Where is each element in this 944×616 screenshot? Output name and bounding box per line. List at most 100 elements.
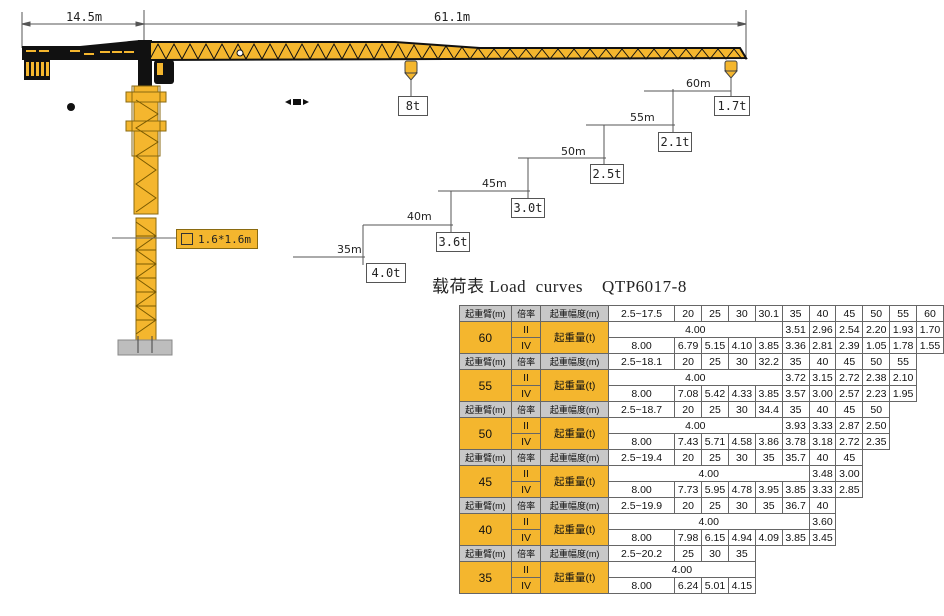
radius-cell: 25: [674, 545, 703, 562]
empty-cell: [836, 562, 863, 578]
empty-cell: [917, 514, 944, 530]
radius-cell: 20: [674, 353, 703, 370]
capacity-ii-cell: 2.50: [862, 417, 891, 434]
tip-load-box: 1.7t: [714, 96, 750, 116]
step-load-45: 3.0t: [511, 198, 545, 218]
jib-header: 起重臂(m): [459, 353, 512, 370]
capacity-iv-cell: 2.57: [835, 385, 864, 402]
mast-section-size: 1.6*1.6m: [198, 232, 251, 246]
ratio-header: 倍率: [510, 449, 542, 466]
empty-cell: [755, 578, 782, 594]
radius-cell: 35: [781, 305, 810, 322]
capacity-ii-merged: 4.00: [607, 417, 783, 434]
empty-cell: [809, 546, 836, 562]
capacity-ii-cell: 3.00: [835, 465, 864, 482]
empty-cell: [917, 530, 944, 546]
max-load-box: 8t: [398, 96, 428, 116]
ratio-iv-cell: IV: [510, 577, 542, 594]
dimension-lines: [21, 10, 747, 60]
jib-length-cell: 45: [459, 465, 512, 498]
radius-cell: 30.1: [754, 305, 783, 322]
radius-cell: 30: [727, 449, 756, 466]
capacity-iv-cell: 5.71: [701, 433, 729, 450]
radius-cell: 50: [862, 353, 891, 370]
capacity-iv-cell: 3.00: [808, 385, 837, 402]
capacity-iv-cell: 3.85: [754, 337, 783, 354]
step-length-45: 45m: [482, 177, 507, 190]
empty-cell: [782, 562, 809, 578]
radius-cell: 30: [727, 305, 756, 322]
radius-cell: 40: [808, 497, 837, 514]
empty-cell: [863, 546, 890, 562]
capacity-iv-cell: 1.55: [916, 337, 944, 354]
slewing-cab: [138, 40, 174, 86]
empty-cell: [890, 546, 917, 562]
foundation-base: [117, 336, 173, 356]
empty-cell: [890, 418, 917, 434]
ratio-ii-cell: II: [510, 369, 542, 386]
capacity-iv-cell: 7.73: [674, 481, 703, 498]
capacity-iv-cell: 6.15: [701, 529, 729, 546]
capacity-iv-cell: 3.57: [781, 385, 810, 402]
capacity-iv-cell: 4.33: [727, 385, 756, 402]
jib-header: 起重臂(m): [459, 545, 512, 562]
empty-cell: [863, 514, 890, 530]
capacity-label-cell: 起重量(t): [540, 417, 609, 450]
capacity-iv-cell: 3.33: [808, 481, 837, 498]
radius-cell: 35: [754, 449, 783, 466]
capacity-ii-cell: 3.48: [808, 465, 837, 482]
capacity-iv-cell: 2.72: [835, 433, 864, 450]
capacity-iv-cell: 8.00: [607, 529, 676, 546]
radius-cell: 35: [754, 497, 783, 514]
ratio-header: 倍率: [510, 497, 542, 514]
empty-cell: [809, 562, 836, 578]
capacity-iv-cell: 3.78: [781, 433, 810, 450]
capacity-label-cell: 起重量(t): [540, 321, 609, 354]
capacity-iv-cell: 6.24: [674, 577, 703, 594]
empty-cell: [890, 402, 917, 418]
capacity-ii-cell: 2.72: [835, 369, 864, 386]
empty-cell: [836, 546, 863, 562]
main-jib: [149, 41, 748, 62]
empty-cell: [917, 370, 944, 386]
radius-cell: 30: [701, 545, 729, 562]
empty-cell: [863, 530, 890, 546]
capacity-label-cell: 起重量(t): [540, 369, 609, 402]
empty-cell: [863, 498, 890, 514]
radius-cell: 36.7: [781, 497, 810, 514]
empty-cell: [782, 546, 809, 562]
empty-cell: [836, 530, 863, 546]
empty-cell: [890, 466, 917, 482]
capacity-ii-cell: 2.38: [862, 369, 891, 386]
radius-cell: 45: [835, 353, 864, 370]
empty-cell: [917, 482, 944, 498]
jib-length-cell: 50: [459, 417, 512, 450]
radius-cell: 40: [808, 353, 837, 370]
capacity-iv-cell: 5.15: [701, 337, 729, 354]
empty-cell: [917, 354, 944, 370]
capacity-ii-cell: 1.93: [889, 321, 918, 338]
jib-header: 起重臂(m): [459, 449, 512, 466]
capacity-iv-cell: 2.85: [835, 481, 864, 498]
capacity-iv-cell: 1.78: [889, 337, 918, 354]
empty-cell: [917, 386, 944, 402]
jib-header: 起重臂(m): [459, 497, 512, 514]
radius-cell: 35.7: [781, 449, 810, 466]
step-length-55: 55m: [630, 111, 655, 124]
jib-header: 起重臂(m): [459, 401, 512, 418]
empty-cell: [890, 482, 917, 498]
capacity-iv-cell: 8.00: [607, 433, 676, 450]
empty-cell: [809, 578, 836, 594]
capacity-ii-cell: 3.60: [808, 513, 837, 530]
empty-cell: [917, 402, 944, 418]
capacity-ii-cell: 2.10: [889, 369, 918, 386]
